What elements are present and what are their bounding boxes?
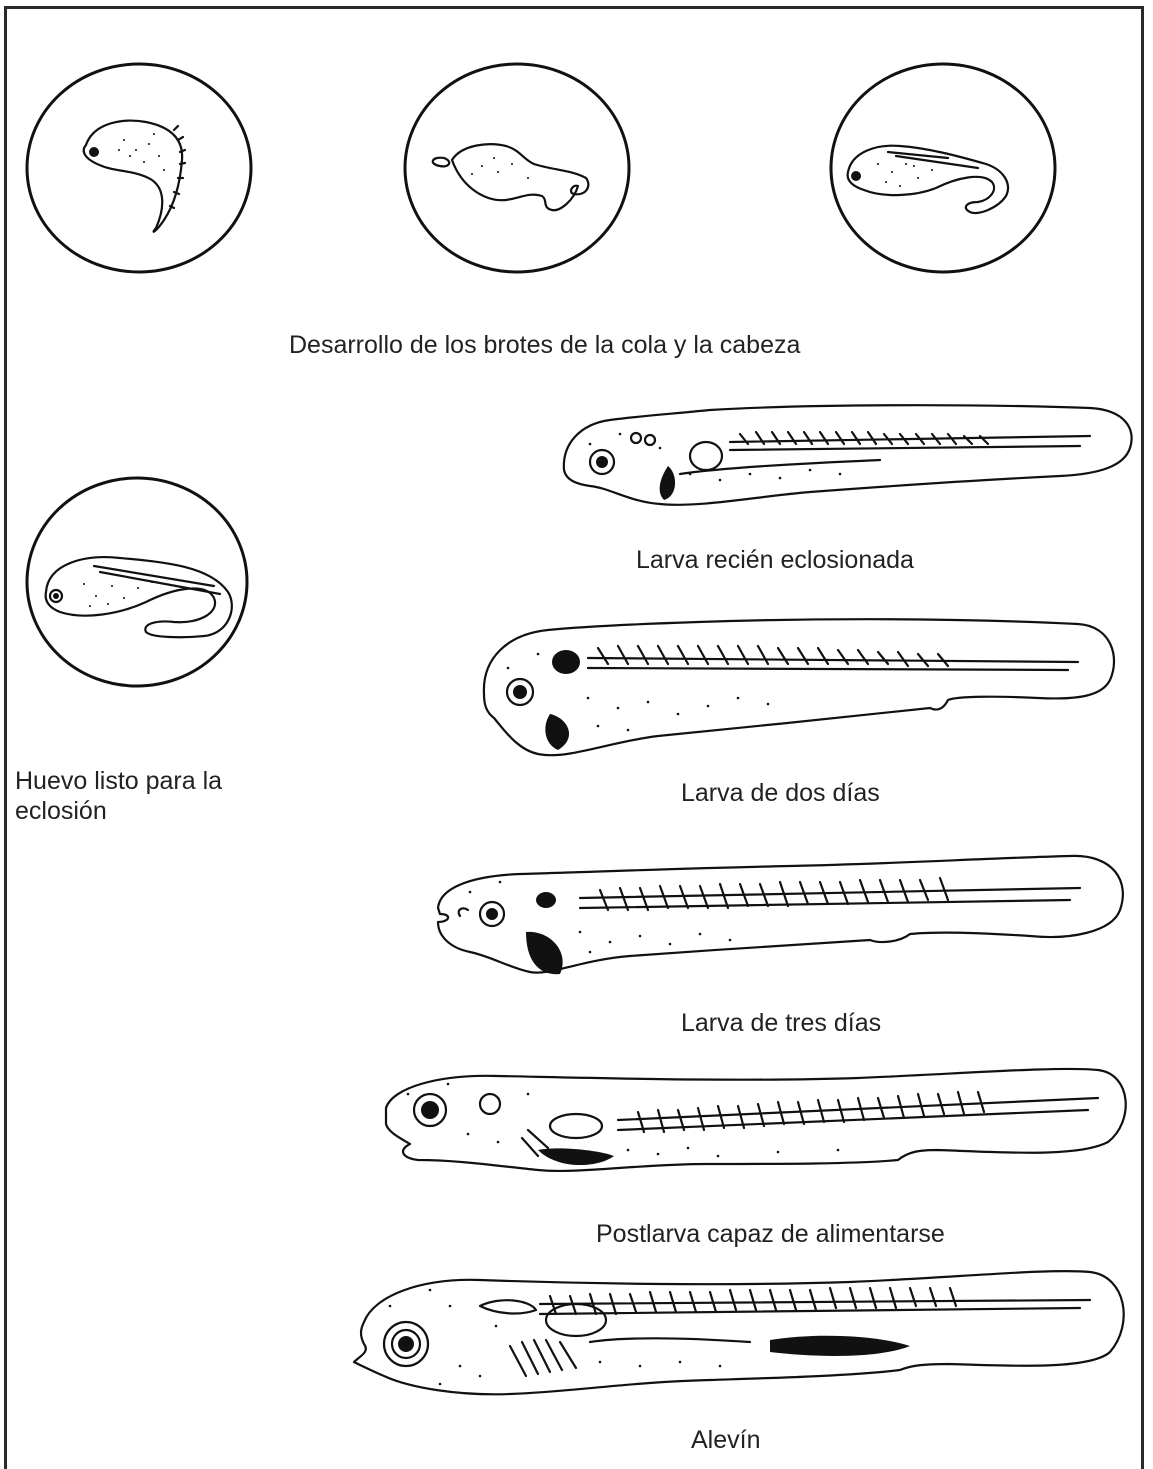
caption-feeding-postlarva: Postlarva capaz de alimentarse [596,1219,945,1249]
caption-three-day-larva: Larva de tres días [681,1008,881,1038]
caption-newly-hatched-larva: Larva recién eclosionada [636,545,914,575]
caption-two-day-larva: Larva de dos días [681,778,880,808]
caption-fry: Alevín [691,1425,760,1455]
postlarva-feeding [378,1064,1132,1180]
egg-embryo-stage-1 [24,60,256,276]
larva-stipple [507,653,770,732]
larva-two-days [478,618,1118,768]
larva-three-days [430,852,1130,982]
egg-embryo-stage-3 [828,60,1060,276]
embryo-stipple [471,157,529,179]
egg-embryo-stage-2 [402,60,634,276]
fry-alevin [350,1266,1132,1404]
larva-newly-hatched [560,404,1136,514]
embryo-stipple [877,163,933,187]
egg-ready-to-hatch [24,474,252,694]
caption-egg-ready-to-hatch: Huevo listo para la eclosión [15,766,265,826]
caption-tail-head-buds: Desarrollo de los brotes de la cola y la… [289,330,800,360]
embryo-stipple [118,133,165,171]
